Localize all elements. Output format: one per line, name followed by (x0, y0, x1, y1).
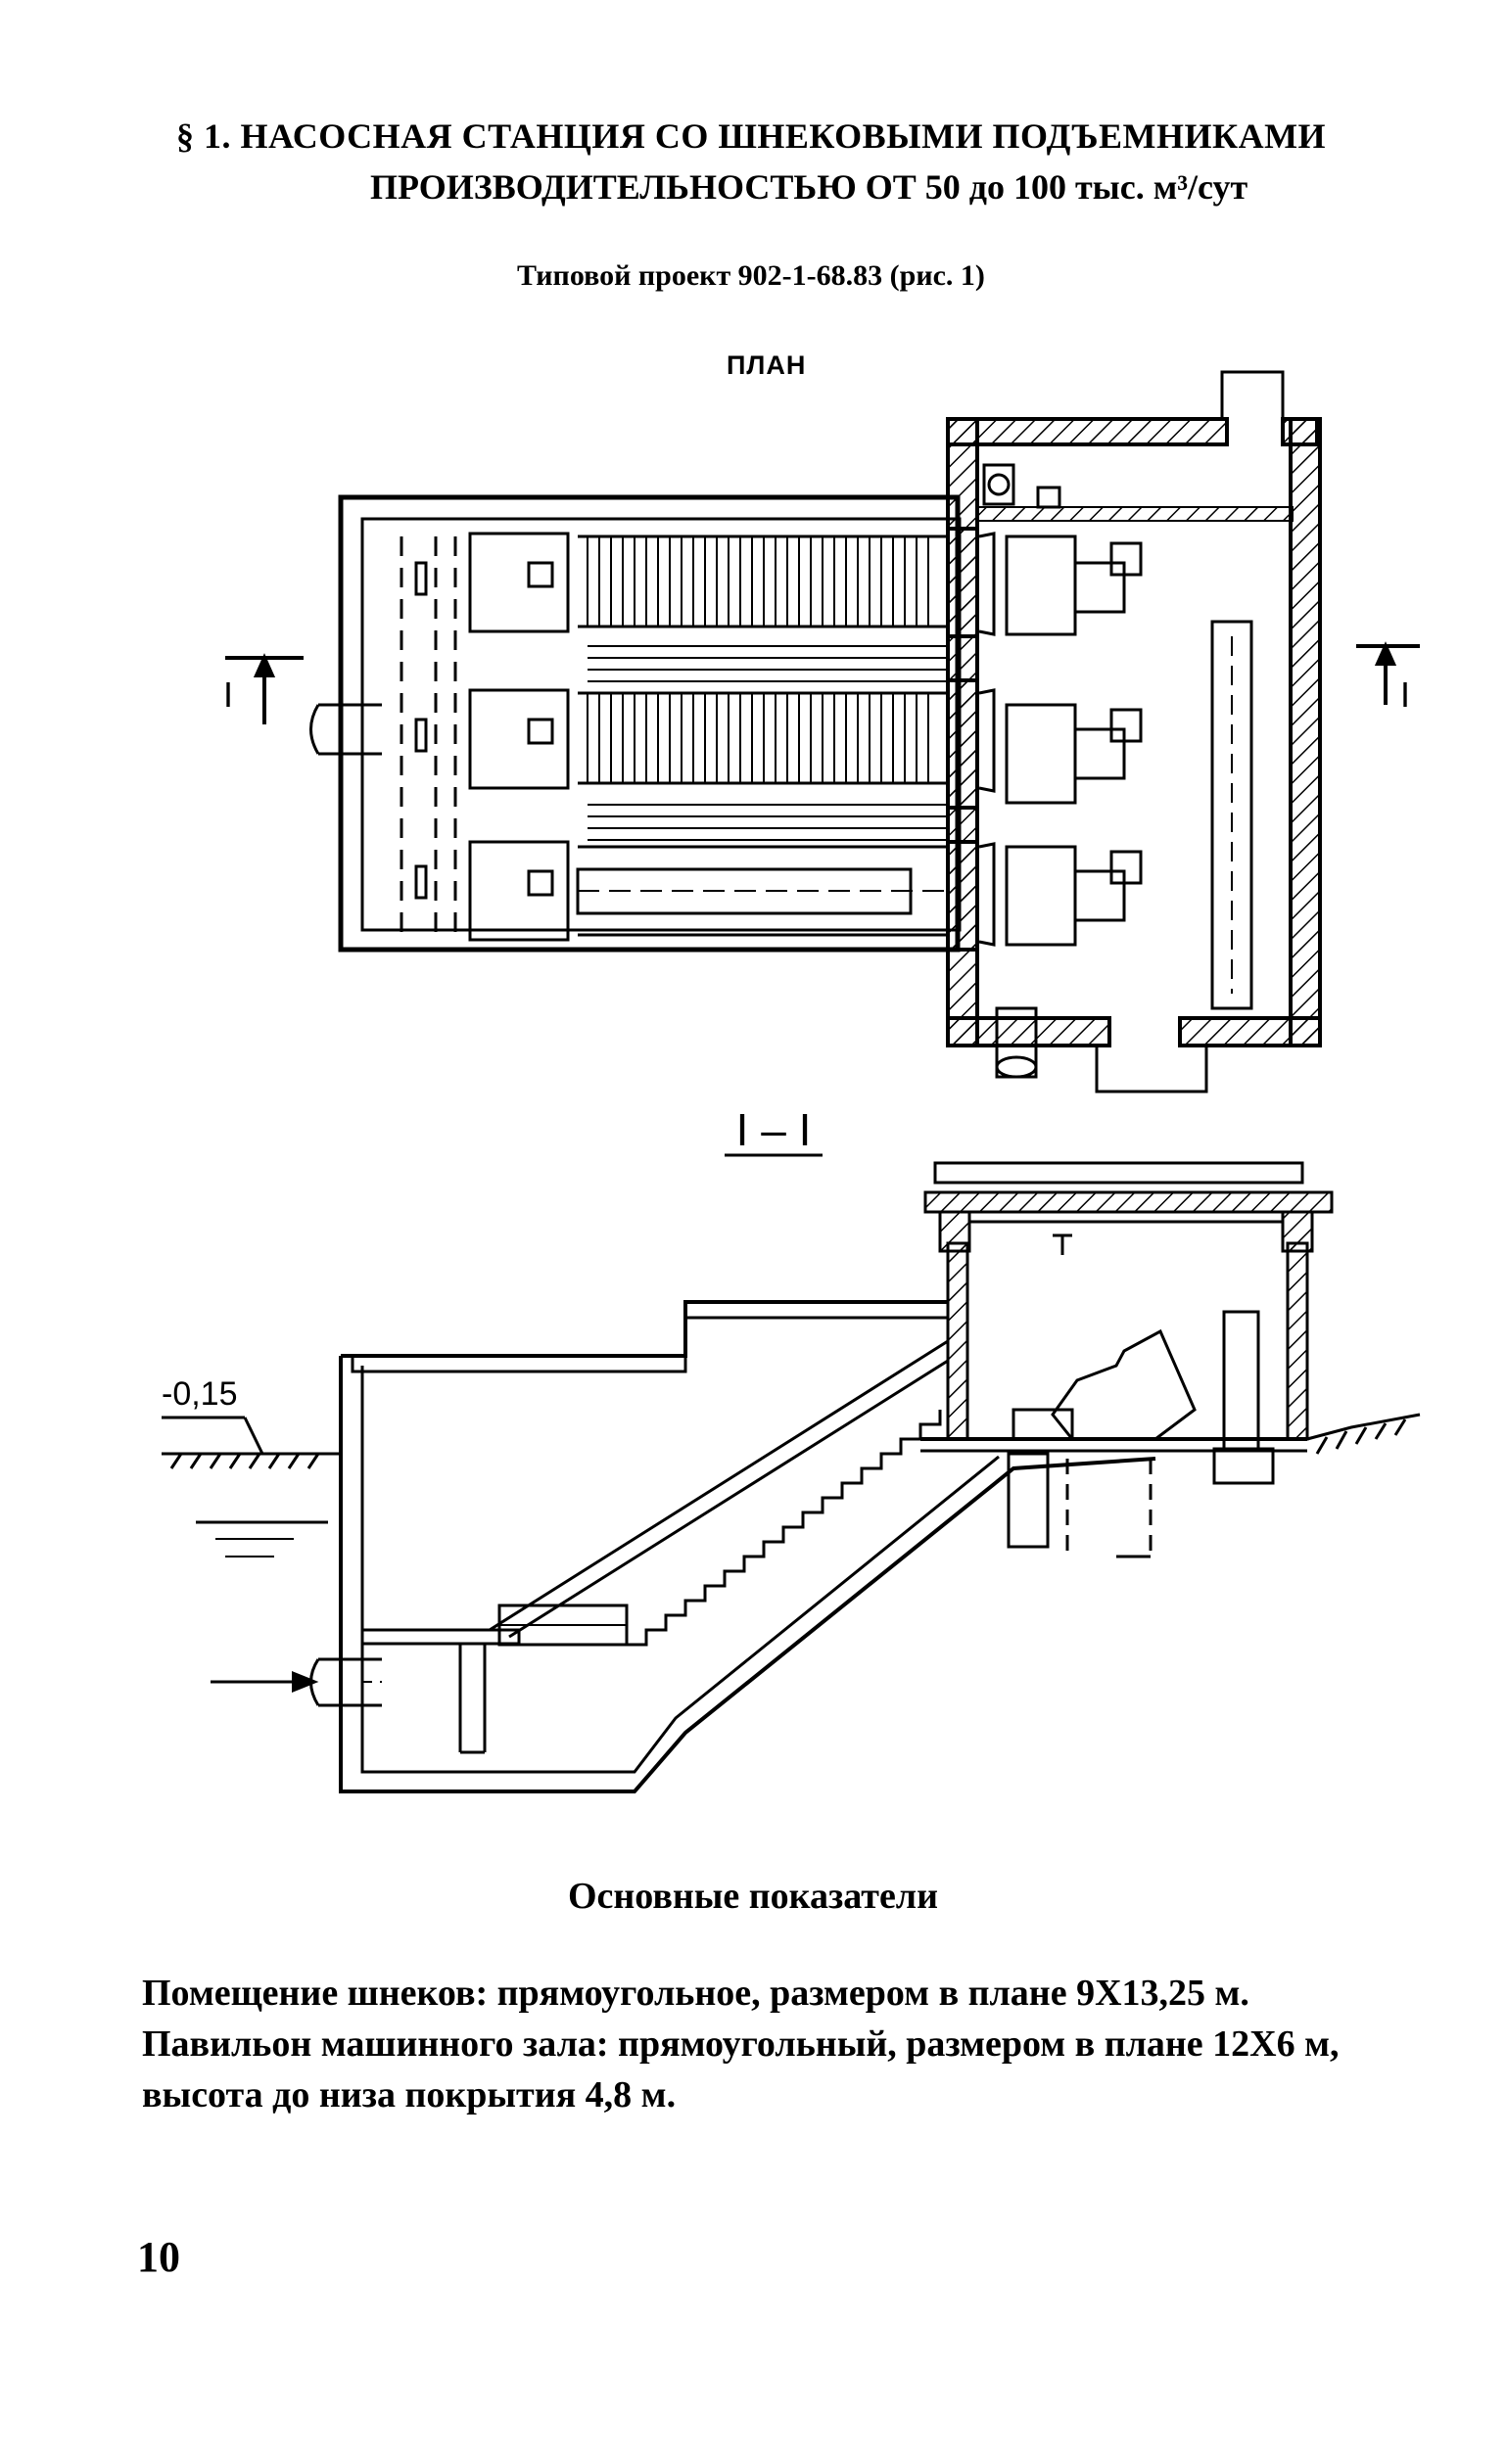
elevation-mark: -0,15 (162, 1375, 238, 1413)
project-reference: Типовой проект 902-1-68.83 (рис. 1) (517, 259, 985, 292)
technical-drawing: I I I – I (162, 370, 1421, 1793)
section-label: I – I (736, 1104, 812, 1155)
screw-chamber (338, 494, 962, 953)
section-drawing (162, 1161, 1421, 1793)
indicators-heading: Основные показатели (567, 1876, 939, 1917)
screw-line-3 (468, 840, 1143, 947)
title-line-2: ПРОИЗВОДИТЕЛЬНОСТЬЮ ОТ 50 до 100 тыс. м³… (370, 167, 1248, 207)
plan-label: ПЛАН (727, 350, 807, 380)
screw-line-1 (468, 532, 1143, 636)
screw-line-2 (468, 688, 1143, 805)
title-line-1: § 1. НАСОСНАЯ СТАНЦИЯ СО ШНЕКОВЫМИ ПОДЪЕ… (176, 116, 1327, 156)
indicators-line-3: высота до низа покрытия 4,8 м. (142, 2074, 677, 2115)
section-mark-left (225, 653, 304, 724)
stairs-between-lines (588, 645, 948, 841)
machine-hall-walls (946, 370, 1322, 1093)
indicators-line-2: Павильон машинного зала: прямоугольный, … (142, 2023, 1340, 2065)
section-mark-right (1356, 641, 1420, 705)
page-number: 10 (137, 2233, 180, 2281)
indicators-line-1: Помещение шнеков: прямоугольное, размеро… (142, 1973, 1249, 2014)
inlet-channel (400, 536, 457, 940)
section-mark-left-label: I (223, 674, 233, 715)
inlet-pipe (309, 703, 382, 756)
section-mark-right-label: I (1400, 674, 1410, 715)
plan-drawing (225, 370, 1420, 1093)
